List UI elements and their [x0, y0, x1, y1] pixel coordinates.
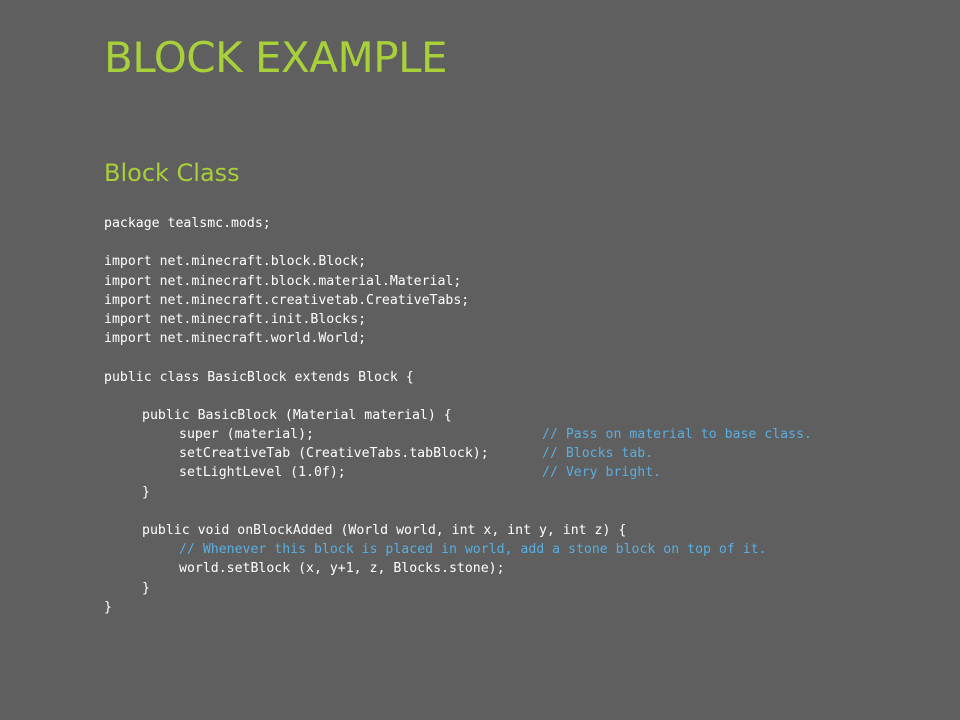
code-text: import net.minecraft.creativetab.Creativ… [104, 292, 470, 308]
code-line: } [104, 598, 924, 617]
code-line: import net.minecraft.block.Block; [104, 252, 924, 271]
code-line: import net.minecraft.block.material.Mate… [104, 272, 924, 291]
code-line: package tealsmc.mods; [104, 214, 924, 233]
code-line-blank [104, 348, 924, 367]
code-line: public void onBlockAdded (World world, i… [104, 521, 924, 540]
code-comment: // Pass on material to base class. [542, 427, 812, 443]
slide-subtitle: Block Class [104, 159, 240, 187]
code-line: super (material); // Pass on material to… [104, 425, 924, 444]
code-line-blank [104, 387, 924, 406]
code-line-blank [104, 233, 924, 252]
code-text: setCreativeTab (CreativeTabs.tabBlock); [179, 446, 489, 462]
code-line-blank [104, 502, 924, 521]
code-line: public BasicBlock (Material material) { [104, 406, 924, 425]
code-text: world.setBlock (x, y+1, z, Blocks.stone)… [179, 561, 505, 577]
code-text: public BasicBlock (Material material) { [142, 407, 452, 423]
code-text: setLightLevel (1.0f); [179, 465, 346, 481]
code-text: import net.minecraft.world.World; [104, 331, 367, 347]
code-line: import net.minecraft.world.World; [104, 329, 924, 348]
code-comment: // Blocks tab. [542, 446, 654, 462]
code-line: import net.minecraft.init.Blocks; [104, 310, 924, 329]
code-line: world.setBlock (x, y+1, z, Blocks.stone)… [104, 559, 924, 578]
code-line: } [104, 483, 924, 502]
code-line: public class BasicBlock extends Block { [104, 368, 924, 387]
code-text: } [104, 599, 112, 615]
code-block: package tealsmc.mods; import net.minecra… [104, 214, 924, 617]
code-text: import net.minecraft.block.Block; [104, 254, 367, 270]
code-text: package tealsmc.mods; [104, 216, 271, 231]
code-line: } [104, 579, 924, 598]
code-text: import net.minecraft.init.Blocks; [104, 311, 367, 327]
code-text: public void onBlockAdded (World world, i… [142, 523, 627, 538]
slide-title: BLOCK EXAMPLE [104, 33, 448, 82]
code-comment: // Whenever this block is placed in worl… [179, 542, 767, 558]
code-text: import net.minecraft.block.material.Mate… [104, 273, 462, 289]
code-line: import net.minecraft.creativetab.Creativ… [104, 291, 924, 310]
code-text: } [142, 580, 150, 596]
code-line: // Whenever this block is placed in worl… [104, 540, 924, 559]
code-text: public class BasicBlock extends Block { [104, 369, 414, 385]
code-line: setLightLevel (1.0f); // Very bright. [104, 463, 924, 482]
code-text: } [142, 484, 150, 500]
code-line: setCreativeTab (CreativeTabs.tabBlock); … [104, 444, 924, 463]
code-text: super (material); [179, 427, 314, 443]
code-comment: // Very bright. [542, 465, 662, 481]
